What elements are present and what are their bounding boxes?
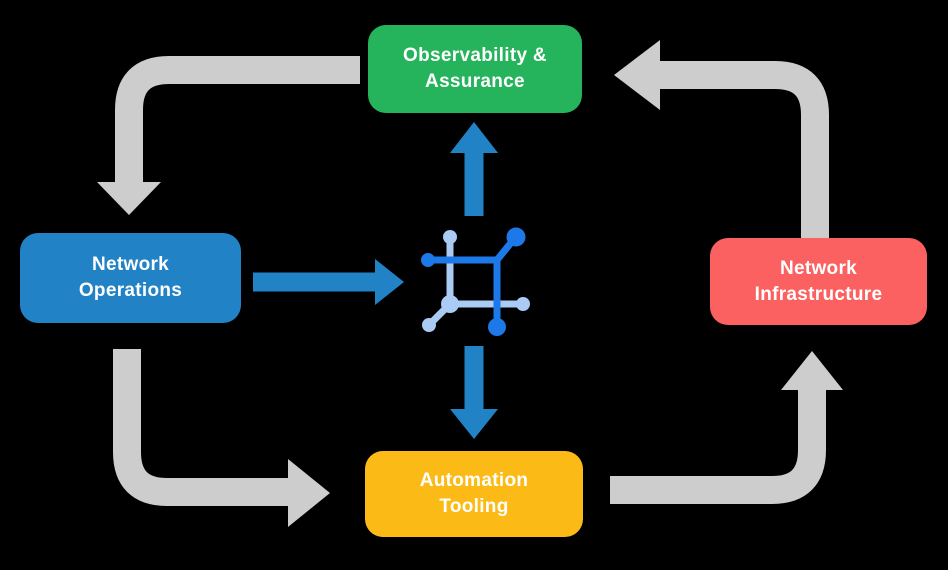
node-operations-label: Network Operations xyxy=(78,254,183,301)
cycle-arrow-operations-to-automation xyxy=(113,349,330,527)
node-observability-assurance: Observability & Assurance xyxy=(368,25,582,113)
node-network-operations: Network Operations xyxy=(20,233,241,323)
accent-arrow-operations-to-center xyxy=(253,259,404,305)
network-automation-icon xyxy=(421,227,530,336)
accent-arrow-center-to-automation xyxy=(450,346,498,439)
cycle-arrow-observability-to-operations xyxy=(97,56,360,215)
node-infrastructure-label: Network Infrastructure xyxy=(754,257,883,305)
cycle-arrow-automation-to-infrastructure xyxy=(610,351,843,504)
node-network-infrastructure: Network Infrastructure xyxy=(710,238,927,325)
node-observability-label: Observability & Assurance xyxy=(403,45,547,92)
accent-arrow-center-to-observability xyxy=(450,122,498,216)
node-automation-tooling: Automation Tooling xyxy=(365,451,583,537)
node-automation-label: Automation Tooling xyxy=(419,470,529,517)
cycle-arrow-infrastructure-to-observability xyxy=(614,40,829,240)
